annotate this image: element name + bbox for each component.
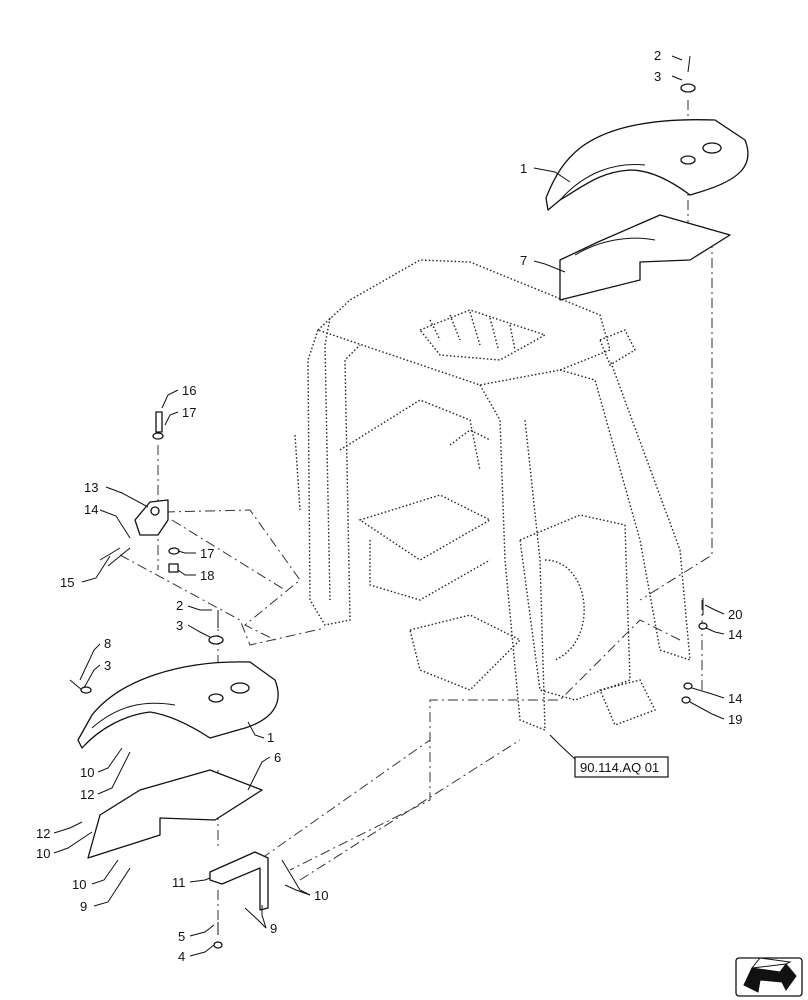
callout-14-r2: 14 bbox=[728, 691, 742, 706]
reference-link[interactable]: 90.114.AQ 01 bbox=[574, 756, 669, 778]
callout-4: 4 bbox=[178, 949, 185, 964]
right-hardware bbox=[681, 598, 708, 704]
callout-10-a: 10 bbox=[80, 765, 94, 780]
callout-14-r1: 14 bbox=[728, 627, 742, 642]
callout-3-left: 3 bbox=[104, 658, 111, 673]
assembly-lines bbox=[119, 100, 713, 935]
callout-19: 19 bbox=[728, 712, 742, 727]
callout-7: 7 bbox=[520, 253, 527, 268]
arrow-navigation-icon[interactable] bbox=[735, 957, 803, 997]
callout-3-mid: 3 bbox=[176, 618, 183, 633]
callout-14-left: 14 bbox=[84, 502, 98, 517]
callout-20: 20 bbox=[728, 607, 742, 622]
callout-2-top: 2 bbox=[654, 48, 661, 63]
callout-1-low: 1 bbox=[267, 730, 274, 745]
callout-10-d: 10 bbox=[314, 888, 328, 903]
left-bracket bbox=[99, 411, 180, 573]
top-fender bbox=[545, 119, 749, 301]
callout-1-top: 1 bbox=[520, 161, 527, 176]
callout-2-mid: 2 bbox=[176, 598, 183, 613]
callout-18: 18 bbox=[200, 568, 214, 583]
callout-9-a: 9 bbox=[80, 899, 87, 914]
leader-lines bbox=[53, 55, 725, 957]
callout-5: 5 bbox=[178, 929, 185, 944]
callout-labels: 2 3 1 7 16 17 13 14 17 15 18 2 3 8 3 1 6… bbox=[36, 48, 742, 964]
callout-9-b: 9 bbox=[270, 921, 277, 936]
callout-10-b: 10 bbox=[36, 846, 50, 861]
lower-fender bbox=[69, 610, 279, 859]
callout-17-mid: 17 bbox=[200, 546, 214, 561]
callout-16: 16 bbox=[182, 383, 196, 398]
callout-6: 6 bbox=[274, 750, 281, 765]
callout-13: 13 bbox=[84, 480, 98, 495]
lower-bracket bbox=[209, 851, 269, 949]
callout-17-top: 17 bbox=[182, 405, 196, 420]
callout-15: 15 bbox=[60, 575, 74, 590]
cab-frame bbox=[294, 259, 691, 732]
bolt-top bbox=[680, 55, 696, 93]
callout-3-top: 3 bbox=[654, 69, 661, 84]
callout-11: 11 bbox=[172, 875, 186, 890]
callout-10-c: 10 bbox=[72, 877, 86, 892]
reference-label[interactable]: 90.114.AQ 01 bbox=[580, 760, 659, 775]
callout-12-a: 12 bbox=[80, 787, 94, 802]
callout-8: 8 bbox=[104, 636, 111, 651]
callout-12-b: 12 bbox=[36, 826, 50, 841]
